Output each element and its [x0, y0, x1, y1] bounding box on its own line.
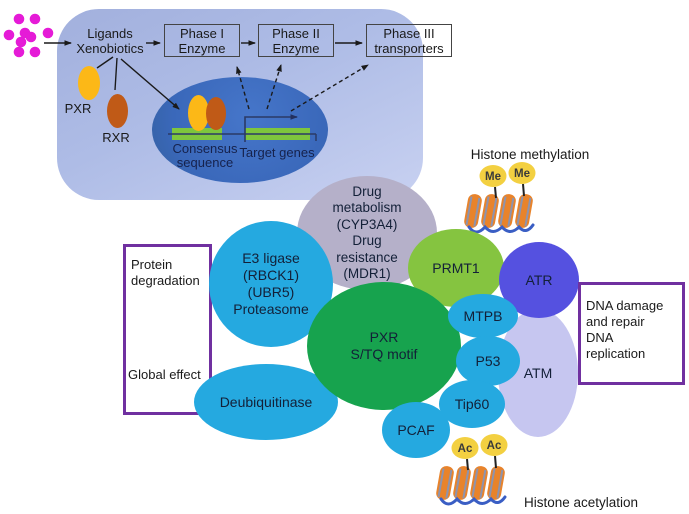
- dna-loops-icon: [467, 223, 535, 234]
- phase3-line1: Phase III: [383, 25, 435, 41]
- phase2-line2: Enzyme: [272, 40, 320, 56]
- pxr-label: PXR: [64, 101, 92, 116]
- dna-damage-label: DNA damage and repair DNA replication: [586, 298, 663, 362]
- global-effect-label: Global effect: [128, 367, 201, 382]
- ligand-dots-icon: [3, 13, 54, 58]
- drug-metabolism-line4: Drug: [352, 233, 382, 248]
- phase3-line2: transporters: [374, 40, 444, 56]
- e3-line1: E3 ligase: [242, 250, 300, 266]
- protein-degradation-callout: Protein degradation Global effect: [123, 244, 212, 415]
- rxr-label: RXR: [102, 130, 130, 145]
- pxr-dimer-oval: [188, 95, 209, 131]
- me-mark-icon: [508, 162, 536, 184]
- phase2-enzyme-box: Phase II Enzyme: [258, 24, 334, 57]
- ligands-line2: Xenobiotics: [76, 41, 144, 56]
- dna-damage-line4: replication: [586, 346, 646, 361]
- rxr-receptor-oval: [107, 94, 128, 128]
- dna-damage-line1: DNA damage: [586, 298, 664, 313]
- dna-loops-icon: [439, 495, 507, 506]
- node-p53: P53: [456, 336, 520, 386]
- dna-damage-callout: DNA damage and repair DNA replication: [578, 282, 685, 385]
- histone-cylinders-icon: [464, 194, 535, 234]
- pxr-motif-line2: S/TQ motif: [350, 346, 418, 362]
- e3-line4: Proteasome: [233, 301, 309, 317]
- ligands-line1: Ligands: [87, 26, 133, 41]
- node-pcaf: PCAF: [382, 402, 450, 458]
- drug-metabolism-line5: resistance: [336, 249, 398, 265]
- ac-mark-label: Ac: [487, 440, 502, 452]
- pxr-receptor-oval: [78, 66, 100, 100]
- drug-metabolism-line3: (CYP3A4): [336, 216, 398, 232]
- histone-cylinders-icon: [436, 466, 507, 506]
- node-pxr-stq-motif: PXR S/TQ motif: [307, 282, 461, 410]
- mark-stick-icon: [522, 183, 525, 197]
- drug-metabolism-line6: (MDR1): [343, 266, 391, 281]
- ac-mark-icon: [480, 434, 508, 456]
- node-tip60: Tip60: [439, 380, 505, 428]
- phase1-line2: Enzyme: [178, 40, 226, 56]
- e3-line3: (UBR5): [247, 284, 295, 300]
- me-mark-label: Me: [485, 171, 501, 183]
- node-mtpb: MTPB: [448, 294, 518, 338]
- ligands-xenobiotics-label: Ligands Xenobiotics: [72, 26, 148, 56]
- drug-metabolism-line2: metabolism: [332, 200, 402, 215]
- dna-damage-line3: DNA: [586, 330, 614, 345]
- target-genes-label: Target genes: [239, 145, 315, 160]
- pxr-motif-line1: PXR: [369, 329, 399, 345]
- node-deubiquitinase: Deubiquitinase: [194, 364, 338, 440]
- dna-damage-line2: and repair: [586, 314, 645, 329]
- phase2-line1: Phase II: [272, 25, 320, 41]
- nucleosome-acetylation-icon: Ac Ac: [436, 434, 508, 506]
- mark-stick-icon: [494, 186, 497, 199]
- histone-acetylation-title: Histone acetylation: [523, 495, 639, 510]
- target-genes-bar: [245, 128, 310, 140]
- drug-metabolism-line1: Drug: [352, 183, 382, 199]
- e3-line2: (RBCK1): [242, 267, 299, 283]
- me-mark-icon: [479, 165, 507, 187]
- mark-stick-icon: [466, 458, 469, 471]
- ac-mark-label: Ac: [458, 443, 473, 455]
- phase1-enzyme-box: Phase I Enzyme: [164, 24, 240, 57]
- phase3-transporters-box: Phase III transporters: [366, 24, 452, 57]
- me-mark-label: Me: [514, 168, 530, 180]
- consensus-line1: Consensus: [172, 141, 238, 156]
- consensus-sequence-label: Consensus sequence: [161, 142, 249, 169]
- phase1-line1: Phase I: [179, 25, 225, 41]
- consensus-line2: sequence: [176, 154, 234, 170]
- ac-mark-icon: [451, 437, 479, 459]
- histone-methylation-title: Histone methylation: [470, 147, 590, 162]
- rxr-dimer-oval: [206, 97, 226, 130]
- nucleosome-methylation-icon: Me Me: [464, 162, 536, 234]
- protein-degradation-label: Protein degradation: [131, 257, 200, 288]
- mark-stick-icon: [494, 455, 497, 469]
